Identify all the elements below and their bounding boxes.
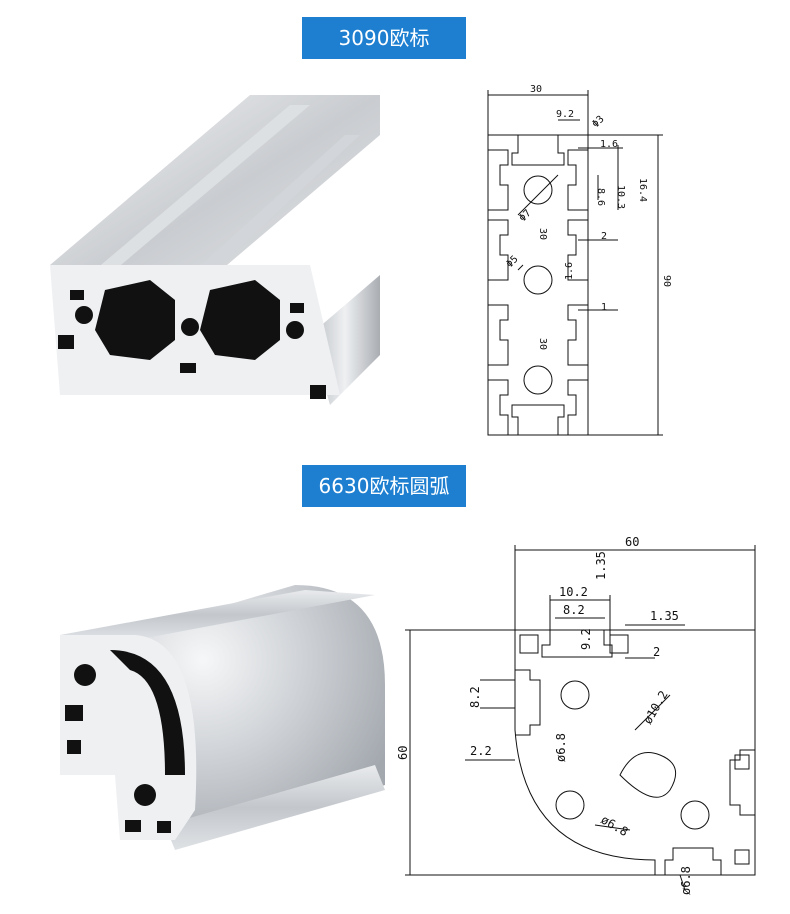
profile-6630-photo	[60, 585, 385, 850]
dim-hole-b: ø6.8	[599, 812, 631, 839]
dim-lip-b: 1.35	[650, 609, 679, 623]
dim-depth: 9.2	[579, 628, 593, 650]
dim-lip-a: 1.35	[594, 551, 608, 580]
dim-height-60: 60	[396, 746, 410, 760]
dim-small: Φ5	[504, 254, 520, 270]
dim-hole-a: ø6.8	[554, 733, 568, 762]
dim-hole-c: ø6.8	[679, 866, 693, 895]
dim-arc: ø10.2	[640, 688, 670, 726]
dim-slot-inner: 8.2	[563, 603, 585, 617]
dim-hole: Φ7	[517, 208, 533, 224]
dim-tab: 1.6	[600, 139, 618, 150]
dim-pitch-b: 30	[537, 338, 548, 350]
dim-side: 8.2	[468, 686, 482, 708]
dim-d3: 16.4	[637, 178, 648, 202]
dim-lip2: 1	[601, 302, 607, 313]
dim-lip: 1.6	[564, 262, 575, 280]
dim-edge: 2.2	[470, 744, 492, 758]
dim-pitch-a: 30	[537, 228, 548, 240]
dim-slot-outer: 10.2	[559, 585, 588, 599]
dim-slot-top: 9.2	[556, 109, 574, 120]
dim-width: 30	[530, 84, 542, 95]
section-label-6630: 6630欧标圆弧	[302, 465, 466, 507]
dim-width-60: 60	[625, 535, 639, 549]
section-label-3090: 3090欧标	[302, 17, 466, 59]
profile-6630-drawing: 60 10.2 1.35 8.2 1.35 9.2 2 8.2 ø10.2 2.…	[396, 535, 756, 895]
dim-d1: 8.6	[595, 188, 606, 206]
dim-d2: 10.3	[615, 185, 626, 209]
dim-corner: Φ3	[590, 114, 606, 130]
profile-3090-photo	[50, 95, 380, 405]
dim-wall: 2	[601, 231, 607, 242]
profile-3090-drawing: 30 9.2 Φ3 1.6 8.6 10.3 16.4 Φ7 30 2 Φ5 1…	[487, 84, 672, 436]
dim-height: 90	[661, 275, 672, 287]
dim-wall: 2	[653, 645, 660, 659]
